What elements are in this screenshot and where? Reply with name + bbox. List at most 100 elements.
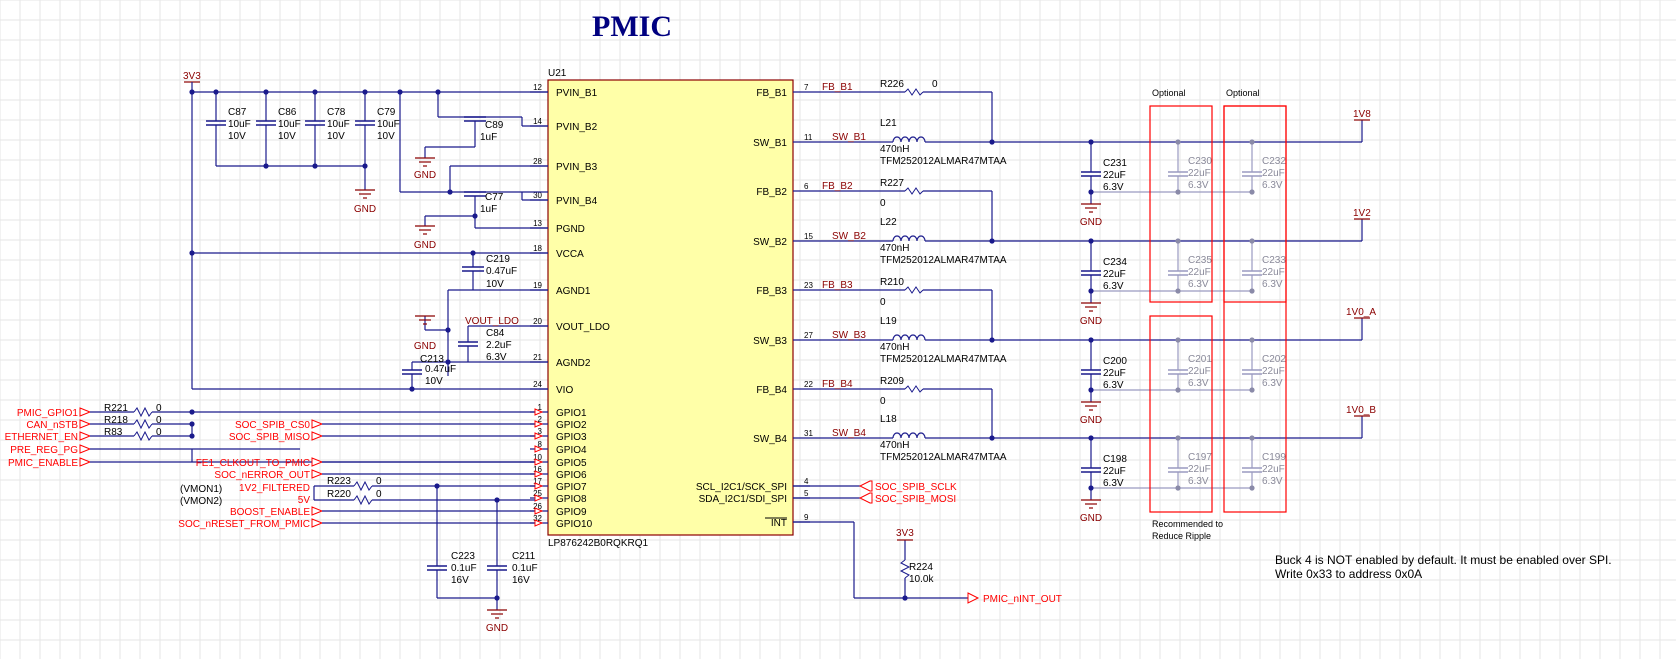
chip-pin-name: INT: [771, 518, 787, 529]
opt-cap-ref: C235: [1188, 255, 1212, 266]
rail-label: 1V0_A: [1346, 307, 1376, 318]
input-cap-value: 10uF: [228, 119, 251, 130]
gnd-label: GND: [414, 170, 436, 181]
port-spib-mosi-arrow: [858, 492, 873, 504]
opt-cap-voltage: 6.3V: [1262, 279, 1283, 290]
opt-cap-value: 22uF: [1262, 464, 1285, 475]
opt-cap-ref: C233: [1262, 255, 1286, 266]
rail-label: 1V0_B: [1346, 405, 1376, 416]
inductor-part: TFM252012ALMAR47MTAA: [880, 156, 1007, 167]
chip-pin-name: PVIN_B4: [556, 196, 598, 207]
gnd-symbol-c89: GND: [414, 147, 436, 181]
opt-cap-value: 22uF: [1188, 168, 1211, 179]
out-cap-ref: C231: [1103, 158, 1127, 169]
r224-resistor: [899, 559, 911, 579]
chip-pin-name: SW_B4: [753, 434, 787, 445]
gpio-resistor: [133, 406, 153, 418]
chip-pin-name: GPIO1: [556, 408, 587, 419]
c219-ref: C219: [486, 254, 510, 265]
r223-ref: R223: [327, 476, 351, 487]
junction-dot: [1249, 139, 1255, 145]
gnd-symbol-vmon: GND: [486, 609, 508, 634]
inductor: [892, 136, 926, 143]
c211-voltage: 16V: [512, 575, 530, 586]
fb-net-label: FB_B3: [822, 280, 853, 291]
chip-pin-name: GPIO6: [556, 470, 587, 481]
port-arrow: [79, 407, 92, 417]
input-cap-voltage: 10V: [278, 131, 296, 142]
gpio-resistor: [133, 430, 153, 442]
port-arrow: [79, 444, 92, 454]
junction-dot: [1175, 139, 1181, 145]
spi-int-network: SOC_SPIB_SCLK SOC_SPIB_MOSI 3V3 R224 10.…: [793, 480, 1062, 605]
port-arrow: [79, 457, 92, 467]
junction-dot: [1175, 288, 1181, 294]
out-cap-voltage: 6.3V: [1103, 281, 1124, 292]
opt-cap-value: 22uF: [1262, 366, 1285, 377]
chip-pin-number: 18: [533, 244, 542, 253]
chip-pin-number: 4: [804, 477, 809, 486]
out-cap-value: 22uF: [1103, 170, 1126, 181]
gpio-res-ref: R83: [104, 427, 123, 438]
junction-dot: [989, 435, 995, 441]
out-cap-value: 22uF: [1103, 269, 1126, 280]
gnd-label: GND: [414, 240, 436, 251]
vmon-net1-label: 1V2_FILTERED: [239, 483, 310, 494]
port-arrow: [79, 431, 92, 441]
port-gpio-mid: BOOST_ENABLE: [230, 507, 310, 518]
fb-net-label: FB_B4: [822, 379, 853, 390]
optional-label-left: Optional: [1152, 88, 1186, 98]
inductor-ref: L18: [880, 414, 897, 425]
chip-pin-name: SDA_I2C1/SDI_SPI: [699, 494, 787, 505]
out-cap-ref: C198: [1103, 454, 1127, 465]
pmic-chip-u21: U21 LP876242B0RQKRQ1 12PVIN_B114PVIN_B22…: [530, 68, 813, 549]
out-cap-voltage: 6.3V: [1103, 478, 1124, 489]
port-arrow: [79, 419, 92, 429]
chip-pin-name: PVIN_B3: [556, 162, 598, 173]
input-cap-voltage: 10V: [228, 131, 246, 142]
fb-res-value: 0: [880, 297, 886, 308]
chip-pin-number: 7: [804, 83, 809, 92]
fb-resistor: [904, 88, 924, 96]
port-gpio-mid: SOC_nERROR_OUT: [214, 470, 310, 481]
junction-dot: [989, 139, 995, 145]
c219-voltage: 10V: [486, 279, 504, 290]
chip-pin-number: 2: [538, 415, 543, 424]
c84-ref: C84: [486, 328, 505, 339]
pin-io-arrow: [534, 458, 544, 466]
chip-pin-number: 14: [533, 117, 542, 126]
chip-pin-name: GPIO7: [556, 482, 587, 493]
chip-right-pins: 7FB_B111SW_B16FB_B215SW_B223FB_B327SW_B3…: [696, 83, 814, 529]
pin-io-arrow: [534, 494, 544, 502]
junction-dot: [1249, 485, 1255, 491]
port-gpio-mid: SOC_SPIB_MISO: [229, 432, 310, 443]
pin-io-arrow: [534, 420, 544, 428]
gnd-label: GND: [414, 341, 436, 352]
chip-body: [547, 79, 794, 536]
opt-cap-voltage: 6.3V: [1188, 279, 1209, 290]
gnd-label: GND: [1080, 217, 1102, 228]
junction-dot: [1088, 238, 1094, 244]
junction-dot: [1088, 485, 1094, 491]
port-gpio-left: PMIC_GPIO1: [17, 408, 79, 419]
gpio-res-value: 0: [156, 427, 162, 438]
c219-value: 0.47uF: [486, 266, 517, 277]
c213-ref: C213: [420, 354, 444, 365]
sheet-title: PMIC: [592, 10, 672, 43]
chip-pin-number: 26: [533, 502, 542, 511]
port-arrow: [311, 457, 324, 467]
chip-pin-number: 24: [533, 380, 542, 389]
chip-pin-number: 32: [533, 514, 542, 523]
fb-res-value: 0: [880, 198, 886, 209]
optional-box-left-top: [1149, 105, 1213, 303]
chip-pin-name: FB_B2: [756, 187, 787, 198]
inductor-ref: L19: [880, 316, 897, 327]
note-line2: Write 0x33 to address 0x0A: [1275, 567, 1422, 581]
chip-pin-number: 5: [804, 489, 809, 498]
chip-pin-name: GPIO4: [556, 445, 587, 456]
fb-res-value: 0: [880, 396, 886, 407]
port-pmic-nint-arrow: [967, 592, 980, 604]
port-arrow: [311, 469, 324, 479]
port-arrow: [311, 431, 324, 441]
